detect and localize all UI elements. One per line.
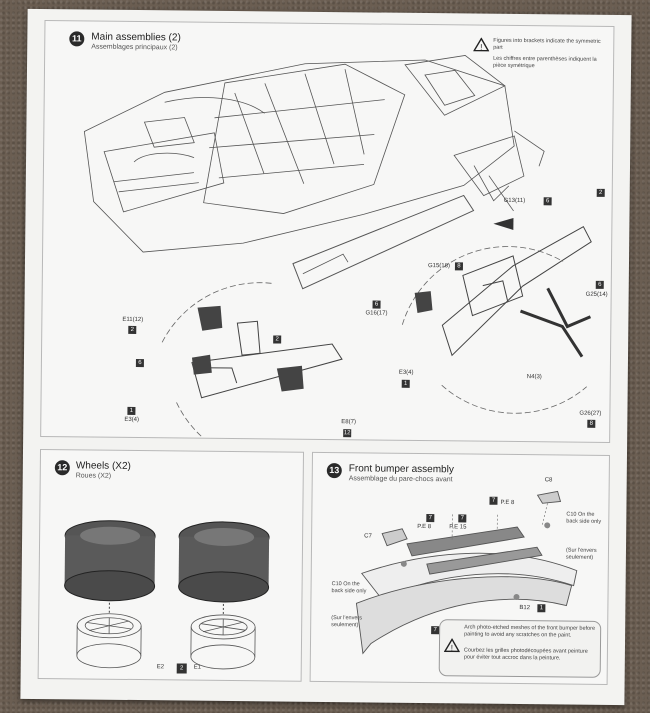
part-chip: 8	[454, 262, 463, 271]
paint-warning-box: ! Arch photo-etched meshes of the front …	[438, 619, 602, 678]
part-chip: 7	[489, 496, 498, 505]
c10-left-note: C10 On the back side only	[331, 581, 367, 595]
tire-left	[64, 520, 156, 602]
part-chip: 1	[127, 406, 136, 416]
label-c7: C7	[364, 533, 372, 540]
warning-icon: !	[443, 638, 461, 652]
step-12-panel: 12 Wheels (X2) Roues (X2)	[37, 449, 305, 682]
chassis-illustration	[83, 55, 592, 442]
part-chip: 7	[458, 514, 467, 523]
part-chip: 2	[596, 188, 605, 197]
label-c8: C8	[544, 477, 553, 484]
warning-text-en: Arch photo-etched meshes of the front bu…	[464, 624, 596, 639]
label-g16: G16(17)	[365, 310, 388, 317]
part-chip: 7	[431, 626, 440, 635]
svg-text:!: !	[451, 643, 453, 652]
c10-right-note-fr: (Sur l'envers seulement)	[565, 547, 597, 561]
label-pe15: P.E 15	[449, 524, 467, 531]
label-e11: E11(12)	[122, 316, 144, 324]
c10-left-note-fr: (Sur l'envers seulement)	[331, 615, 362, 629]
label-b12: B12	[519, 605, 531, 612]
tire-right	[178, 521, 270, 603]
part-chip: 6	[595, 280, 604, 289]
label-e3-right: E3(4)	[398, 369, 414, 376]
step-11-panel: 11 Main assemblies (2) Assemblages princ…	[40, 20, 615, 443]
part-chip: 1	[401, 379, 410, 388]
label-e3-left: E3(4)	[124, 416, 140, 424]
part-chip: 2	[176, 663, 187, 674]
part-chip: 2	[128, 325, 137, 335]
part-chip: 2	[273, 335, 282, 344]
label-g25: G25(14)	[585, 291, 608, 298]
part-chip: 12	[343, 429, 352, 438]
part-chip: 8	[587, 419, 596, 428]
label-g13: G13(11)	[503, 197, 526, 205]
step-13-panel: 13 Front bumper assembly Assemblage du p…	[309, 451, 610, 685]
warning-text-fr: Courbez les grilles photodécoupées avant…	[463, 647, 588, 662]
c10-right-note: C10 On the back side only	[566, 511, 602, 525]
label-g15: G15(18)	[427, 263, 451, 270]
bumper-illustration	[355, 490, 578, 655]
label-n4: N4(3)	[526, 374, 542, 381]
label-g26: G26(27)	[579, 410, 602, 417]
instruction-sheet: 11 Main assemblies (2) Assemblages princ…	[20, 8, 632, 706]
label-pe8-right: P.E 8	[500, 499, 515, 506]
label-e2: E2	[156, 664, 165, 671]
part-chip: 6	[372, 300, 381, 309]
label-e8: E8(7)	[341, 419, 357, 426]
label-e1: E1	[193, 664, 202, 671]
warning-icon: !	[473, 37, 490, 52]
part-chip: 6	[135, 359, 144, 368]
part-chip: 6	[543, 197, 552, 206]
part-chip: 1	[537, 604, 546, 613]
part-chip: 7	[426, 514, 435, 523]
wheels-illustration	[64, 520, 270, 670]
label-pe8-left: P.E 8	[417, 523, 432, 531]
svg-text:!: !	[480, 43, 482, 52]
